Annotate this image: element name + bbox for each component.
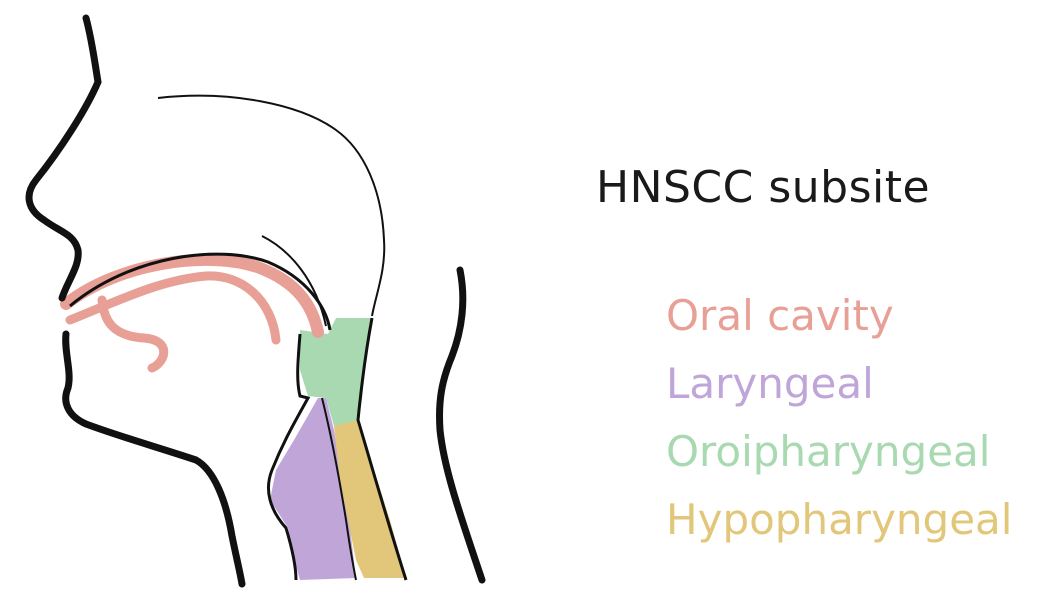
subsite-legend: Oral cavity Laryngeal Oroipharyngeal Hyp… — [666, 282, 1012, 554]
legend-item-oral-cavity: Oral cavity — [666, 282, 1012, 350]
oropharynx-region — [300, 318, 372, 426]
legend-item-oropharyngeal: Oroipharyngeal — [666, 418, 1012, 486]
skull-base-outline — [158, 96, 384, 316]
neck-back-outline — [440, 270, 483, 580]
legend-item-laryngeal: Laryngeal — [666, 350, 1012, 418]
face-profile-outline — [29, 18, 98, 298]
oral-cavity-floor-curve — [102, 300, 164, 368]
legend-item-hypopharyngeal: Hypopharyngeal — [666, 486, 1012, 554]
diagram-title: HNSCC subsite — [596, 162, 930, 213]
